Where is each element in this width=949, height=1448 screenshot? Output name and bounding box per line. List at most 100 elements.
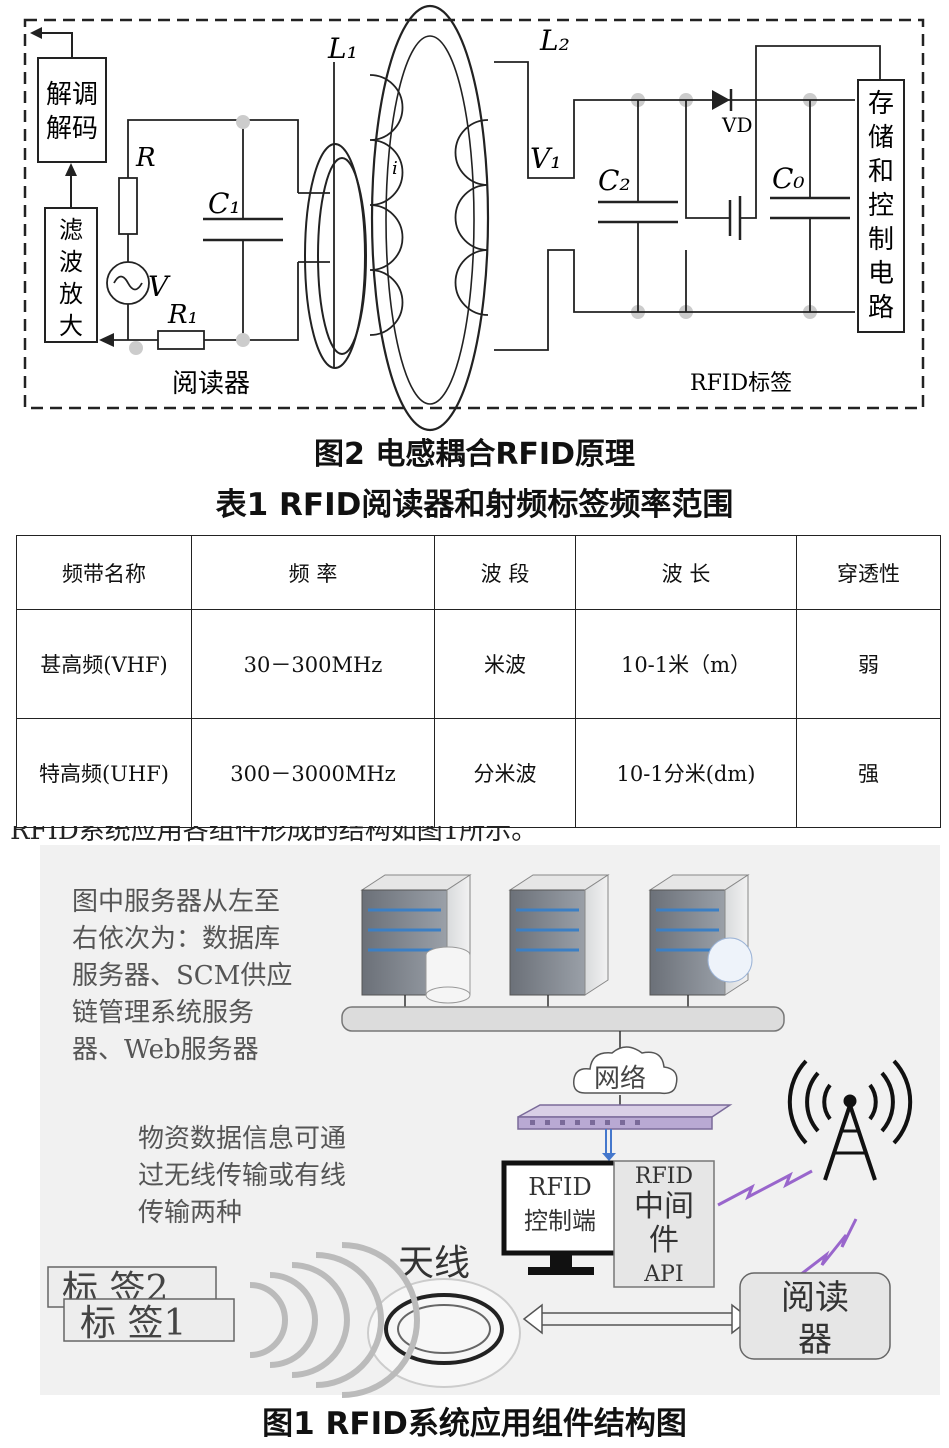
web-server [648,874,753,996]
reader-label: 阅读 [781,1278,849,1318]
server-note-line: 链管理系统服务 [72,998,254,1028]
middleware-label: API [643,1262,683,1287]
control-terminal-label: 控制端 [524,1207,596,1235]
l1-loops [369,74,404,336]
cell-frequency: 300－3000MHz [191,718,435,828]
resistor-R [118,177,138,235]
control-char-4: 控 [868,191,894,221]
l2-lead-bottom [494,249,855,351]
monitor-stand [528,1267,594,1275]
inductive-coupling-diagram: 解调 解码 滤 波 放 大 L₁ i R V R [23,4,925,432]
switch-ports [530,1120,640,1125]
top-rail-to-control [755,45,881,100]
filter-to-demod-arrowhead [65,163,77,176]
server-note-line: 右依次为：数据库 [72,924,280,954]
tag-1-label: 标 签1 [80,1303,186,1344]
tag-1-card [63,1298,235,1342]
label-current-i: i [392,158,398,179]
mid-branch-wire [685,100,730,219]
cloud-icon [572,1046,678,1095]
server-note-line: 器、Web服务器 [72,1035,259,1065]
frequency-range-table: 频带名称 频 率 波 段 波 长 穿透性 甚高频(VHF) 30－300MHz … [16,535,941,828]
demodulate-label: 解调 [46,80,98,110]
wireless-signal-bolt [717,1169,813,1207]
label-R: R [135,143,156,173]
middleware-label: RFID [635,1164,693,1189]
filter-char-2: 波 [59,248,83,276]
label-V1: V₁ [530,142,561,175]
l2-lead-top [494,61,855,179]
server-note: 图中服务器从左至 右依次为：数据库 服务器、SCM供应 链管理系统服务 器、We… [72,887,292,1065]
resistor-R1 [157,330,205,350]
system-boundary [23,18,925,410]
database-server [360,874,472,1004]
reader-label: 器 [798,1320,832,1360]
reader-label: 阅读器 [172,369,250,399]
reader-top-wire [127,119,299,193]
label-V: V [148,270,171,303]
cell-wave-band: 分米波 [434,718,576,828]
server-note-line: 图中服务器从左至 [72,887,280,917]
table-header-row: 频带名称 频 率 波 段 波 长 穿透性 [16,535,941,610]
label-C2: C₂ [598,164,631,197]
rfid-reader-box [739,1272,891,1360]
storage-control-box [857,79,905,333]
transfer-note-line: 传输两种 [138,1198,242,1228]
transfer-note-line: 物资数据信息可通 [138,1124,346,1154]
tag-label: RFID标签 [690,371,792,396]
filter-char-4: 大 [59,312,83,340]
header-wavelength: 波 长 [575,535,797,610]
figure-1-caption: 图1 RFID系统应用组件结构图 [262,1406,687,1442]
cell-band-name: 特高频(UHF) [16,718,192,828]
network-switch [517,1104,733,1118]
control-char-1: 存 [868,89,894,119]
magnetic-field-inner [385,35,475,405]
tag-signal-waves [249,1242,420,1398]
coil-L1 [304,143,367,369]
cell-wavelength: 10-1米（m） [575,609,797,719]
ac-wave-symbol [113,275,143,291]
radio-tower-icon [787,1059,913,1181]
label-L2: L₂ [539,24,570,57]
server-links [404,995,689,1007]
junction-dots [129,93,817,355]
middleware-label: 中间 [634,1189,694,1224]
antenna-label: 天线 [398,1243,470,1284]
label-C1: C₁ [208,187,241,220]
rfid-middleware-box [613,1160,715,1288]
rfid-system-diagram: 图中服务器从左至 右依次为：数据库 服务器、SCM供应 链管理系统服务 器、We… [40,845,940,1398]
header-wave-band: 波 段 [434,535,576,610]
middleware-label: 件 [649,1223,679,1258]
control-char-6: 电 [868,259,894,289]
diode-VD [712,90,730,110]
decode-label: 解码 [46,114,98,144]
filter-char-3: 放 [59,280,83,308]
control-terminal-label: RFID [528,1173,591,1201]
label-VD: VD [721,113,752,137]
network-label: 网络 [594,1064,646,1094]
header-penetration: 穿透性 [796,535,941,610]
label-R1: R₁ [167,300,198,330]
label-L1: L₁ [327,32,358,65]
header-frequency: 频 率 [191,535,435,610]
table-row: 甚高频(VHF) 30－300MHz 米波 10-1米（m） 弱 [16,609,941,719]
table-row: 特高频(UHF) 300－3000MHz 分米波 10-1分米(dm) 强 [16,718,941,828]
output-arrowhead [30,27,42,39]
mid-branch-wire-2 [740,100,757,219]
control-char-5: 制 [868,225,894,255]
switch-to-middleware-arrowhead [602,1153,616,1161]
header-band-name: 频带名称 [16,535,192,610]
input-arrowhead [99,333,114,347]
cell-penetration: 强 [796,718,941,828]
cell-frequency: 30－300MHz [191,609,435,719]
control-char-3: 和 [868,157,894,187]
reader-bottom-wire [204,262,299,341]
table-1-caption: 表1 RFID阅读器和射频标签频率范围 [215,487,734,523]
control-char-2: 储 [868,123,894,153]
cell-penetration: 弱 [796,609,941,719]
l2-loops [454,119,489,316]
wireless-signal-bolt [799,1218,858,1277]
web-globe-icon [707,937,753,983]
filter-char-1: 滤 [59,216,83,244]
figure-2-caption: 图2 电感耦合RFID原理 [314,437,635,472]
